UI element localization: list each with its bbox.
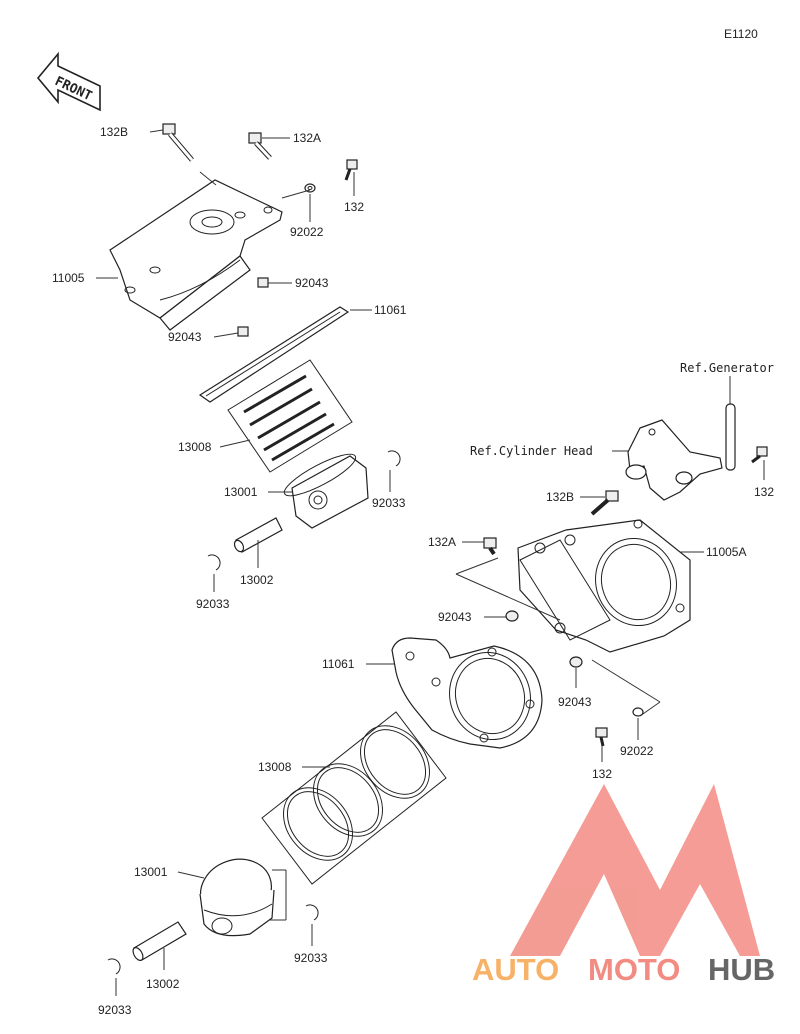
- label-13008-top: 13008: [178, 440, 212, 454]
- diagram-code: E1120: [724, 27, 758, 41]
- watermark-hub: HUB: [708, 952, 775, 987]
- bolt-132-top: [344, 159, 358, 181]
- cylinder-11005a: [517, 519, 691, 653]
- label-13002-top: 13002: [240, 573, 274, 587]
- label-132-right: 132: [754, 485, 774, 499]
- cam-chain-tensioner-housing: [625, 419, 723, 501]
- label-92033-top-b: 92033: [196, 597, 230, 611]
- automotohub-logo-icon: [510, 784, 760, 956]
- cylinder-11005: [109, 179, 283, 331]
- circlip-92033-bottom-b: [107, 958, 121, 975]
- label-11061-top: 11061: [374, 303, 407, 317]
- label-92043-top-b: 92043: [168, 330, 202, 344]
- generator-lead: [725, 403, 736, 471]
- bolt-132-bottom: [595, 727, 608, 747]
- bolt-132-right: [751, 446, 768, 464]
- label-13002-bottom: 13002: [146, 977, 180, 991]
- label-92043-bottom-a: 92043: [438, 610, 472, 624]
- dowel-92043-bottom-b: [569, 656, 583, 668]
- label-132a-bottom: 132A: [428, 535, 456, 549]
- circlip-92033-top-a: [387, 450, 401, 467]
- label-13008-bottom: 13008: [258, 760, 292, 774]
- ref-cylinder-head: Ref.Cylinder Head: [470, 444, 593, 458]
- front-arrow-icon: FRONT: [36, 51, 101, 112]
- dowel-92043-top-b: [237, 326, 249, 337]
- watermark-auto: AUTO: [472, 952, 559, 987]
- watermark-moto: MOTO: [588, 952, 680, 987]
- label-132-top: 132: [344, 200, 364, 214]
- circlip-92033-top-b: [207, 554, 221, 571]
- label-132-bottom: 132: [592, 767, 612, 781]
- label-132b-bottom: 132B: [546, 490, 574, 504]
- circlip-92033-bottom-a: [305, 904, 319, 921]
- label-92022-top: 92022: [290, 225, 324, 239]
- gasket-11061-bottom: [391, 637, 543, 749]
- piston-13001-bottom: [199, 858, 275, 937]
- piston-pin-13002-bottom: [132, 921, 187, 961]
- ref-generator: Ref.Generator: [680, 361, 774, 375]
- label-13001-bottom: 13001: [134, 865, 168, 879]
- label-92033-top-a: 92033: [372, 496, 406, 510]
- label-132a-top: 132A: [293, 131, 321, 145]
- washer-92022-top: [304, 183, 316, 193]
- piston-rings-13008-top: [227, 359, 353, 473]
- gasket-11061-top: [198, 306, 350, 403]
- bolt-132a-top: [248, 132, 272, 160]
- piston-pin-13002-top: [233, 517, 283, 553]
- bolt-132b-top: [162, 123, 194, 162]
- label-132b-top: 132B: [100, 125, 128, 139]
- label-11005a: 11005A: [706, 545, 746, 559]
- label-11005: 11005: [52, 271, 85, 285]
- label-92033-bottom-b: 92033: [98, 1003, 132, 1017]
- dowel-92043-bottom-a: [505, 610, 519, 622]
- label-92043-top-a: 92043: [295, 276, 329, 290]
- label-92033-bottom-a: 92033: [294, 951, 328, 965]
- label-11061-bottom: 11061: [322, 657, 355, 671]
- piston-13001-top: [283, 453, 369, 529]
- label-92043-bottom-b: 92043: [558, 695, 592, 709]
- label-92022-bottom: 92022: [620, 744, 654, 758]
- label-13001-top: 13001: [224, 485, 258, 499]
- bolt-132b-bottom: [590, 490, 619, 516]
- bolt-132a-bottom: [483, 537, 497, 556]
- washer-92022-bottom: [632, 707, 644, 717]
- dowel-92043-top-a: [257, 277, 269, 288]
- piston-rings-13008-bottom: [261, 711, 447, 885]
